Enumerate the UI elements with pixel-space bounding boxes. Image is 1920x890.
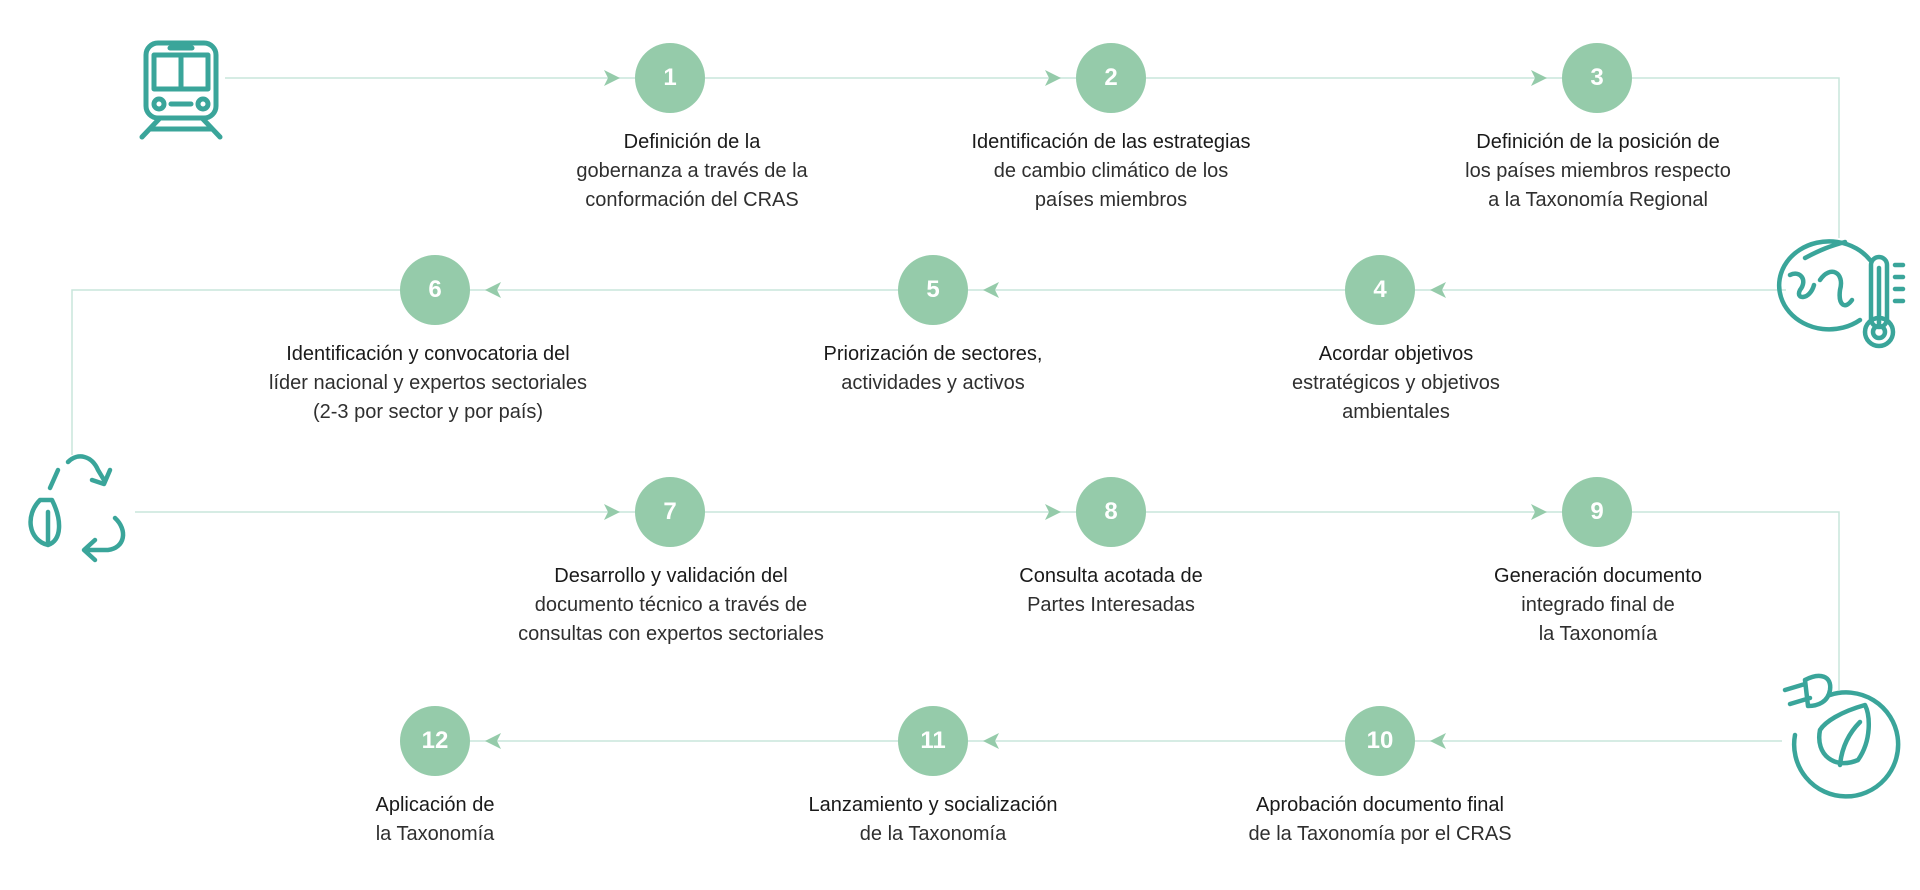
step-description-line: la Taxonomía [1538,623,1658,645]
arrow-left-icon [485,733,501,749]
step-description-line: ambientales [1342,401,1450,423]
step-number-badge: 11 [898,706,968,776]
arrow-right-icon [604,70,620,86]
arrow-left-icon [983,282,999,298]
step-number-badge: 10 [1345,706,1415,776]
step-description: Identificación de las estrategias de camb… [911,128,1311,215]
step-description-line: Consulta acotada de [1019,565,1203,587]
step-description-line: Aprobación documento final [1256,794,1504,816]
step-description: Lanzamiento y socialización de la Taxonom… [733,791,1133,849]
step-number-badge: 12 [400,706,470,776]
step-description-line: Definición de la posición de [1476,131,1720,153]
step-description-line: Definición de la [623,131,761,153]
step-number-badge: 5 [898,255,968,325]
step-description: Priorización de sectores, actividades y a… [733,340,1133,398]
step-description-line: Identificación y convocatoria del [286,343,570,365]
train-icon [139,40,223,140]
step-description-line: actividades y activos [841,372,1025,394]
step-description-line: Identificación de las estrategias [971,131,1251,153]
step-number-badge: 8 [1076,477,1146,547]
step-description-line: países miembros [1034,189,1188,211]
step-number-badge: 3 [1562,43,1632,113]
step-description: Acordar objetivos estratégicos y objetivo… [1196,340,1596,427]
step-description-line: de la Taxonomía [859,823,1007,845]
step-description-line: (2-3 por sector y por país) [312,401,544,423]
step-description: Desarrollo y validación del documento téc… [471,562,871,649]
step-description: Consulta acotada de Partes Interesadas [911,562,1311,620]
step-description-line: los países miembros respecto [1465,160,1731,182]
step-description-line: documento técnico a través de [534,594,808,616]
arrow-left-icon [485,282,501,298]
arrow-left-icon [1430,733,1446,749]
step-description-line: gobernanza a través de la [576,160,808,182]
step-description-line: Priorización de sectores, [823,343,1043,365]
arrow-left-icon [1430,282,1446,298]
step-description-line: consultas con expertos sectoriales [518,623,824,645]
connector-row-2 [71,289,1786,455]
arrow-right-icon [1045,504,1061,520]
step-description: Generación documento integrado final de la… [1398,562,1798,649]
step-description-line: estratégicos y objetivos [1292,372,1500,394]
step-description: Identificación y convocatoria del líder n… [228,340,628,427]
recycle-leaf-icon [28,454,126,563]
step-description-line: Generación documento [1494,565,1702,587]
step-number-badge: 4 [1345,255,1415,325]
arrow-right-icon [1531,70,1547,86]
step-description-line: Partes Interesadas [1027,594,1195,616]
step-description-line: Acordar objetivos [1318,343,1474,365]
step-number-badge: 2 [1076,43,1146,113]
step-description-line: líder nacional y expertos sectoriales [269,372,587,394]
connector-row-1 [225,77,1840,238]
arrow-right-icon [1045,70,1061,86]
step-number-badge: 9 [1562,477,1632,547]
step-description-line: integrado final de [1521,594,1675,616]
arrow-left-icon [983,733,999,749]
globe-thermometer-icon [1776,239,1906,349]
step-description-line: la Taxonomía [375,823,495,845]
step-description-line: Lanzamiento y socialización [808,794,1058,816]
step-description: Aplicación de la Taxonomía [235,791,635,849]
arrow-right-icon [1531,504,1547,520]
step-description: Aprobación documento final de la Taxonomí… [1180,791,1580,849]
step-description-line: Aplicación de [375,794,495,816]
step-number-badge: 6 [400,255,470,325]
step-number-badge: 1 [635,43,705,113]
plug-leaf-icon [1782,673,1901,799]
step-description: Definición de la posición de los países m… [1398,128,1798,215]
step-number-badge: 7 [635,477,705,547]
step-description-line: de cambio climático de los [993,160,1229,182]
step-description-line: conformación del CRAS [585,189,799,211]
arrow-right-icon [604,504,620,520]
step-description-line: a la Taxonomía Regional [1488,189,1708,211]
step-description: Definición de la gobernanza a través de l… [492,128,892,215]
step-description-line: de la Taxonomía por el CRAS [1248,823,1512,845]
step-description-line: Desarrollo y validación del [554,565,788,587]
